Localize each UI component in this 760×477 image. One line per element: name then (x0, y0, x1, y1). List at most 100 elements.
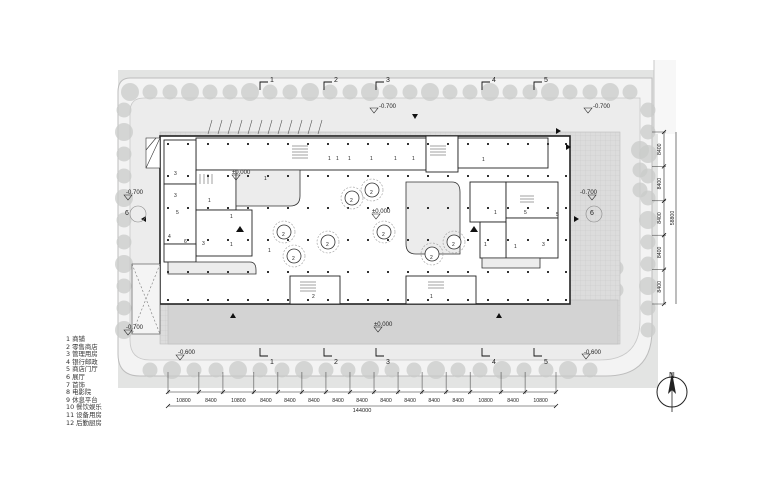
axis-marker-top (533, 81, 542, 90)
room-number: 1 (514, 244, 517, 250)
tree-icon (115, 255, 133, 273)
tree-icon (282, 84, 298, 100)
tree-icon (559, 361, 577, 379)
column-mark (547, 143, 549, 145)
axis-marker-top (481, 81, 490, 90)
column-mark (187, 207, 189, 209)
level-bottom-left: -0.600 (178, 350, 196, 356)
column-mark (427, 271, 429, 273)
tree-icon (639, 277, 657, 295)
tree-icon (522, 84, 538, 100)
dimension-label: 10800 (176, 398, 191, 404)
level-bottom-right: -0.600 (584, 350, 602, 356)
skylight-icon (344, 190, 360, 206)
room-number: 1 (412, 156, 415, 162)
skylight-icon (286, 248, 302, 264)
room-number: 1 (482, 157, 485, 163)
tree-icon (241, 83, 259, 101)
room-number: 5 (524, 210, 527, 216)
column-mark (407, 207, 409, 209)
axis-label-top: 5 (544, 77, 548, 84)
skylight-ring (340, 186, 364, 210)
column-mark (427, 143, 429, 145)
column-mark (167, 239, 169, 241)
column-mark (507, 143, 509, 145)
tree-icon (632, 162, 648, 178)
column-mark (267, 207, 269, 209)
tree-icon (142, 362, 158, 378)
column-mark (407, 143, 409, 145)
axis-marker-bottom (481, 348, 490, 357)
room-number: 2 (382, 232, 385, 238)
atrium-voids (167, 169, 541, 275)
column-mark (247, 271, 249, 273)
tree-icon (640, 322, 656, 338)
tree-icon (562, 84, 578, 100)
tree-icon (427, 361, 445, 379)
legend-item: 8 电影院 (66, 388, 92, 397)
column-mark (527, 271, 529, 273)
tree-icon (116, 102, 132, 118)
axis-marker-top (259, 81, 268, 90)
tree-icon (162, 84, 178, 100)
tree-icon (202, 84, 218, 100)
column-mark (167, 175, 169, 177)
tree-icon (538, 362, 554, 378)
tree-icon (541, 83, 559, 101)
north-arrow: N (656, 371, 688, 412)
column-mark (547, 239, 549, 241)
axis-marker-top (375, 81, 384, 90)
column-mark (467, 239, 469, 241)
column-mark (547, 299, 549, 301)
axis-label-bottom: 1 (270, 359, 274, 366)
column-mark (467, 143, 469, 145)
column-mark (207, 299, 209, 301)
column-mark (187, 175, 189, 177)
column-mark (287, 299, 289, 301)
column-mark (187, 143, 189, 145)
legend-item: 5 商店门厅 (66, 365, 98, 374)
skylight-icon (276, 224, 292, 240)
skylight-ring (442, 230, 466, 254)
column-mark (227, 299, 229, 301)
tree-icon (115, 123, 133, 141)
room-number: 1 (494, 210, 497, 216)
tree-icon (116, 146, 132, 162)
axis-label-bottom: 2 (334, 359, 338, 366)
column-mark (227, 207, 229, 209)
room-number: 1 (230, 214, 233, 220)
room-number: 2 (326, 242, 329, 248)
legend-item: 7 首饰 (66, 380, 85, 389)
tree-icon (406, 362, 422, 378)
column-mark (327, 271, 329, 273)
tree-icon (481, 83, 499, 101)
level-left-lower: -0.700 (126, 325, 144, 331)
room-number: 1 (336, 156, 339, 162)
column-mark (407, 299, 409, 301)
room-number: 1 (484, 242, 487, 248)
dimension-label: 8400 (308, 398, 320, 404)
room-number: 1 (370, 156, 373, 162)
column-mark (247, 175, 249, 177)
room-number: 2 (452, 242, 455, 248)
dimension-label: 8400 (657, 281, 663, 293)
column-mark (387, 207, 389, 209)
column-mark (347, 271, 349, 273)
column-mark (547, 175, 549, 177)
axis-marker-bottom (323, 348, 332, 357)
column-mark (267, 143, 269, 145)
dimension-label: 8400 (260, 398, 272, 404)
column-mark (307, 299, 309, 301)
room-number: 2 (292, 256, 295, 262)
level-left-upper: -0.700 (126, 190, 144, 196)
room-number: 3 (174, 171, 177, 177)
column-mark (307, 143, 309, 145)
column-mark (227, 271, 229, 273)
tree-icon (116, 212, 132, 228)
legend-item: 9 休息平台 (66, 395, 98, 404)
column-mark (407, 175, 409, 177)
column-mark (407, 271, 409, 273)
column-mark (487, 207, 489, 209)
